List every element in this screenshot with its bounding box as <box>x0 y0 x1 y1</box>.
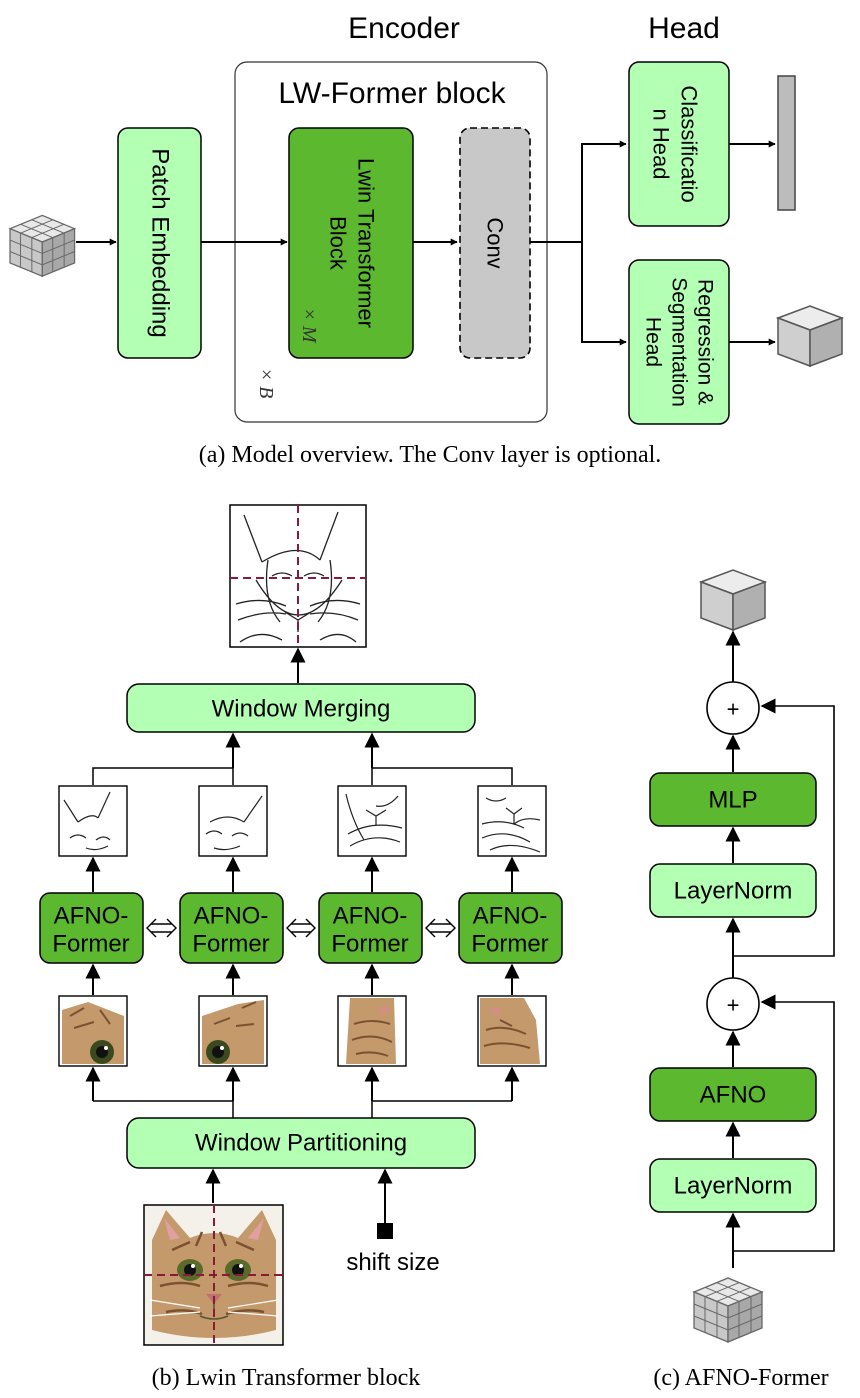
afno-former-block-3: AFNO- Former <box>318 892 423 964</box>
input-window-image-3 <box>337 995 407 1067</box>
shift-size-marker <box>377 1223 393 1239</box>
input-window-image-1 <box>58 995 128 1067</box>
output-window-image-3 <box>337 785 407 857</box>
residual-add-2-label: + <box>727 697 740 722</box>
caption-b: (b) Lwin Transformer block <box>152 1365 421 1391</box>
regression-head-label-line2: Segmentation <box>668 277 691 407</box>
lwformer-block-label: LW-Former block <box>278 77 506 110</box>
bidirectional-arrow-icon <box>146 918 456 938</box>
output-cube-icon <box>777 305 843 367</box>
input-window-image-2 <box>198 995 268 1067</box>
residual-add-2-icon <box>706 681 760 735</box>
mlp-block <box>649 772 817 827</box>
afno-label: AFNO <box>700 1082 767 1109</box>
afno-former-block-4: AFNO- Former <box>458 892 563 964</box>
mlp-label: MLP <box>708 787 757 814</box>
lwin-block-label-line1: Lwin Transformer <box>354 158 379 328</box>
afno-former-label-line2: Former <box>52 931 129 958</box>
layernorm-block-1 <box>649 1158 817 1213</box>
layernorm-2-label: LayerNorm <box>674 878 793 905</box>
window-merging-block <box>126 683 476 733</box>
afno-former-label-line1: AFNO- <box>473 903 548 930</box>
residual-add-1-label: + <box>727 993 740 1018</box>
repeat-b-label: × B <box>255 368 277 399</box>
window-partitioning-block <box>126 1117 476 1169</box>
conv-label: Conv <box>483 217 508 268</box>
residual-add-1-icon <box>706 977 760 1031</box>
repeat-m-label: × M <box>298 307 320 343</box>
classification-head-label-line2: n Head <box>649 109 674 180</box>
input-window-image-4 <box>477 995 547 1067</box>
shift-size-label: shift size <box>346 1249 439 1276</box>
classification-head-label-line1: Classificatio <box>677 85 702 202</box>
output-window-image-2 <box>198 785 268 857</box>
afno-former-label-line1: AFNO- <box>333 903 408 930</box>
window-partitioning-label: Window Partitioning <box>195 1130 407 1157</box>
lwin-block-label-line2: Block <box>326 216 351 271</box>
afno-former-label-line2: Former <box>192 931 269 958</box>
output-window-image-1 <box>58 785 128 857</box>
regression-head-label-line3: Head <box>642 317 665 367</box>
caption-a: (a) Model overview. The Conv layer is op… <box>199 442 662 468</box>
head-label: Head <box>648 12 720 45</box>
afno-former-block-2: AFNO- Former <box>179 892 284 964</box>
afno-former-label-line1: AFNO- <box>54 903 129 930</box>
patch-embedding-label: Patch Embedding <box>147 148 174 337</box>
merged-output-image <box>229 504 367 648</box>
encoder-label: Encoder <box>348 12 460 45</box>
afno-block <box>649 1067 817 1122</box>
caption-c: (c) AFNO-Former <box>653 1365 828 1391</box>
input-cube-icon <box>9 214 76 277</box>
afno-former-label-line2: Former <box>471 931 548 958</box>
afno-former-label-line2: Former <box>331 931 408 958</box>
afno-output-cube-icon <box>700 569 766 631</box>
afno-former-label-line1: AFNO- <box>194 903 269 930</box>
input-cat-image <box>143 1204 284 1346</box>
class-vector-output <box>777 75 796 211</box>
layernorm-block-2 <box>649 863 817 918</box>
afno-input-cube-icon <box>693 1277 763 1343</box>
window-merging-label: Window Merging <box>212 696 391 723</box>
output-window-image-4 <box>477 785 547 857</box>
afno-former-block-1: AFNO- Former <box>39 892 144 964</box>
layernorm-1-label: LayerNorm <box>674 1173 793 1200</box>
regression-head-label-line1: Regression & <box>694 279 717 405</box>
